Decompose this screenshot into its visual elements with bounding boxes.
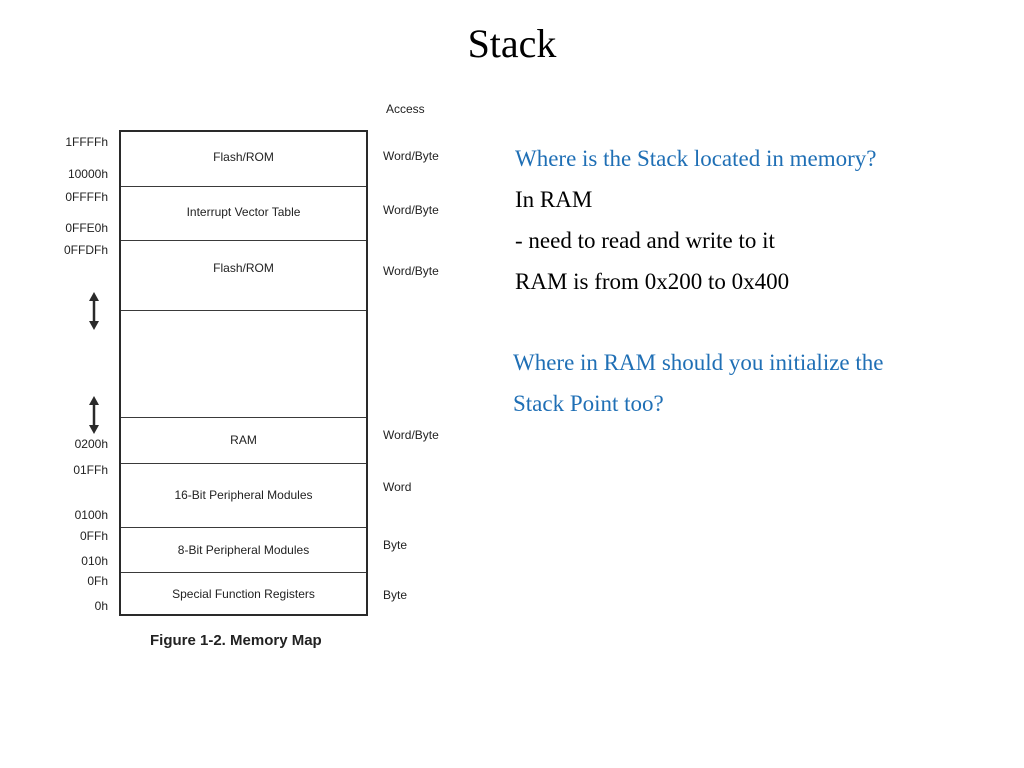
region-special-function-registers: Special Function Registers: [121, 573, 366, 616]
answer-in-ram: In RAM: [515, 187, 593, 212]
address-label: 10000h: [67, 167, 108, 181]
double-arrow-icon: [89, 396, 99, 434]
address-label: 1FFFFh: [65, 135, 108, 149]
answer-ram-range: RAM is from 0x200 to 0x400: [515, 269, 790, 294]
answer-block: Where is the Stack located in memory? In…: [515, 138, 876, 302]
region-ram: RAM: [121, 418, 366, 464]
address-label: 0FFh: [79, 529, 108, 543]
address-label: 0FFE0h: [65, 221, 108, 235]
region-label: 8-Bit Peripheral Modules: [177, 543, 310, 557]
address-label: 010h: [81, 554, 108, 568]
question-stack-location: Where is the Stack located in memory?: [515, 146, 877, 171]
double-arrow-icon: [89, 292, 99, 330]
region-label: Flash/ROM: [213, 261, 274, 275]
access-label: Byte: [383, 538, 408, 552]
question-init-line-2: Stack Point too?: [513, 391, 664, 416]
access-column-header: Access: [386, 102, 425, 116]
access-label: Word/Byte: [383, 203, 439, 217]
memory-map-box: Flash/ROM Interrupt Vector Table Flash/R…: [119, 130, 368, 616]
address-label: 0100h: [74, 508, 108, 522]
region-8bit-peripheral: 8-Bit Peripheral Modules: [121, 528, 366, 573]
access-label: Word: [383, 480, 412, 494]
region-flash-rom-upper: Flash/ROM: [121, 132, 366, 187]
access-label: Byte: [383, 588, 408, 602]
address-label: 0FFDFh: [63, 243, 108, 257]
region-unlabeled-gap: [121, 311, 366, 418]
address-label: 0200h: [74, 437, 108, 451]
question-init-line-1: Where in RAM should you initialize the: [513, 350, 884, 375]
question-block: Where in RAM should you initialize the S…: [513, 342, 883, 424]
figure-caption: Figure 1-2. Memory Map: [150, 632, 322, 649]
region-label: 16-Bit Peripheral Modules: [174, 488, 313, 502]
region-label: RAM: [230, 433, 257, 447]
address-label: 0Fh: [87, 574, 108, 588]
region-label: Interrupt Vector Table: [186, 205, 301, 219]
access-label: Word/Byte: [383, 264, 439, 278]
address-label: 0h: [94, 599, 108, 613]
slide-title: Stack: [467, 21, 557, 66]
region-label: Flash/ROM: [213, 150, 274, 164]
answer-read-write: - need to read and write to it: [515, 228, 775, 253]
access-label: Word/Byte: [383, 428, 439, 442]
region-flash-rom-lower: Flash/ROM: [121, 241, 366, 311]
address-label: 0FFFFh: [65, 190, 108, 204]
region-16bit-peripheral: 16-Bit Peripheral Modules: [121, 464, 366, 528]
access-label: Word/Byte: [383, 149, 439, 163]
region-interrupt-vector-table: Interrupt Vector Table: [121, 187, 366, 241]
region-label: Special Function Registers: [172, 587, 315, 601]
address-label: 01FFh: [73, 463, 108, 477]
